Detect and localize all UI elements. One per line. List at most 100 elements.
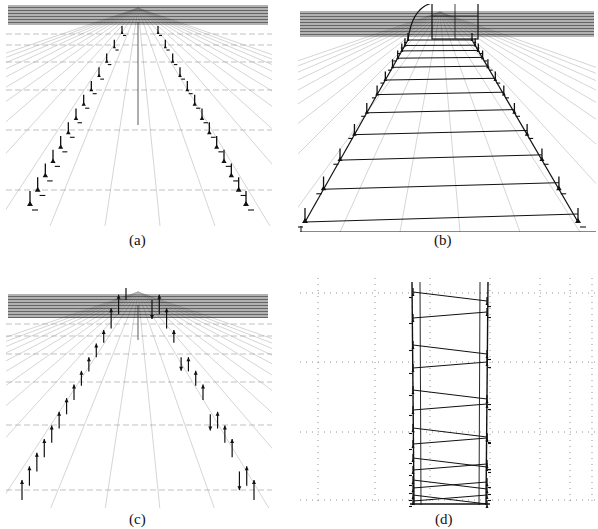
support-dash [529,138,534,139]
support-dash [115,49,118,50]
support-triangle [486,313,489,316]
support-dash [361,116,365,117]
grid-line [490,278,491,506]
support-dash [333,164,338,165]
support-post [486,350,487,357]
support-triangle [193,102,197,106]
support-dash [218,151,223,152]
support-post [486,400,487,407]
rung-line [340,155,542,160]
perspective-line [6,292,138,508]
horizon-line [300,15,594,16]
support-triangle [486,465,489,468]
grid-line [6,90,272,91]
perspective-line [6,8,138,226]
support-dash [488,487,491,488]
support-post [412,364,413,371]
perspective-line [138,292,270,508]
perspective-line [6,292,138,508]
support-dash [85,108,89,109]
rung-line [413,390,487,399]
arrow-head [252,480,256,484]
support-dash [479,53,482,54]
arrow-head [230,439,234,443]
frame-box [432,4,478,39]
horizon-line [8,296,268,297]
support-dash [488,494,491,495]
support-dash [196,108,200,109]
support-triangle [113,45,116,48]
support-dash [488,469,491,470]
grid-line [6,130,272,131]
support-post [486,478,487,485]
arrow-head [245,466,249,470]
arrow-head [216,412,220,416]
perspective-line [138,292,272,508]
support-triangle [352,132,357,136]
horizon-line [300,25,594,26]
horizon-line [8,6,268,7]
arrow-head [42,439,46,443]
support-dash [488,367,491,368]
perspective-line [6,8,138,226]
arrow-head [50,425,54,429]
rung-line [413,362,487,368]
perspective-line [6,8,138,226]
perspective-line [6,8,138,226]
perspective-line [138,8,272,226]
support-triangle [412,369,415,372]
rung-line [408,40,472,41]
perspective-line [6,292,138,508]
support-dash [398,53,401,54]
arrow-head [102,330,106,334]
center-line [138,22,139,125]
support-dash [70,137,75,138]
support-dash [380,83,384,84]
support-triangle [412,429,415,432]
support-dash [409,395,412,396]
support-post [412,497,413,504]
support-triangle [412,346,415,349]
support-dash [404,42,407,43]
support-post [165,40,166,48]
support-triangle [556,186,561,191]
support-triangle [302,218,308,223]
perspective-line [138,8,160,226]
rail-line [479,282,480,505]
support-triangle [412,411,415,414]
horizon-line [8,15,268,16]
arrow-head [150,315,154,319]
perspective-line [138,8,272,226]
perspective-line [138,8,215,226]
support-dash [409,475,412,476]
arrow-head [237,486,241,490]
support-dash [497,83,501,84]
support-post [412,424,413,431]
perspective-line [105,8,138,226]
support-dash [181,79,185,80]
support-dash [488,359,491,360]
support-dash [488,404,491,405]
arrow-head [186,357,190,361]
perspective-line [138,8,272,226]
support-dash [484,60,487,61]
horizon-line [8,10,268,11]
rung-line [413,438,487,444]
arrow-head [223,425,227,429]
rung-line [413,495,487,501]
support-dash [409,449,412,450]
grid-line [6,190,272,191]
support-post [486,308,487,315]
support-triangle [164,45,167,48]
grid-line [592,278,593,506]
support-dash [32,209,38,210]
support-dash [298,226,303,227]
support-triangle [50,159,55,164]
support-triangle [412,319,415,322]
support-dash [488,472,491,473]
horizon-line [300,27,594,28]
perspective-line [6,292,138,508]
grid-line [570,278,571,506]
support-triangle [178,74,182,78]
rung-line [413,480,487,489]
